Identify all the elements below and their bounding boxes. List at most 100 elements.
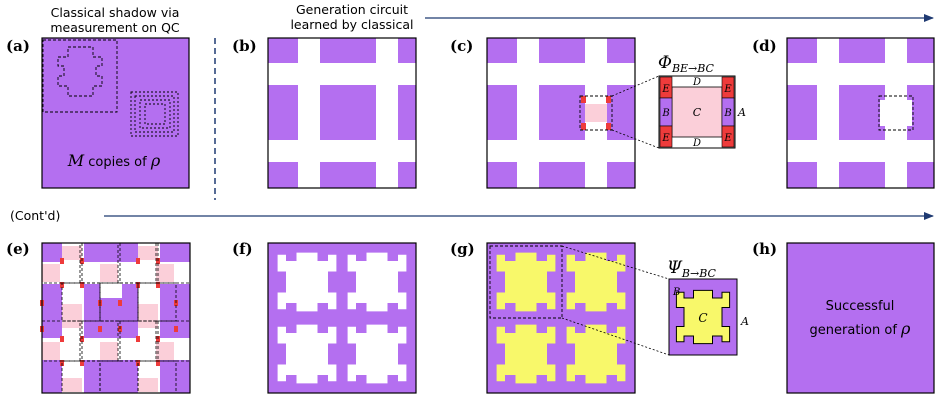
panel-e-pink-10 (138, 246, 158, 260)
inset-psi-label-b: B (672, 287, 680, 298)
panel-e-red-11 (136, 336, 140, 342)
panel-d (786, 37, 935, 189)
panel-label-c: (c) (450, 37, 473, 55)
panel-g-leader-top (561, 245, 670, 280)
panel-h: Successful generation of ρ (786, 242, 935, 394)
panel-e-pink-12 (138, 378, 158, 392)
panel-e-pink-7 (100, 342, 118, 360)
panel-b (267, 37, 417, 189)
panel-a: M copies of ρ (41, 37, 190, 189)
panel-g-crosses (496, 252, 626, 384)
panel-e-red-14 (80, 360, 84, 366)
panel-c-red-tr (606, 96, 611, 103)
panel-g-cross-1 (496, 252, 556, 312)
panel-f-cross-4 (347, 324, 407, 384)
shadow-header-line1: Classical shadow via (51, 5, 180, 20)
inset-psi-title: ΨB→BC (667, 258, 717, 280)
panel-g-leader-bottom (561, 317, 670, 356)
panel-d-band-v1 (817, 38, 839, 188)
panel-c-red-bl (581, 123, 586, 130)
panel-a-background (41, 37, 190, 189)
panel-g (486, 242, 670, 394)
panel-e-red-18 (118, 300, 122, 306)
panel-g-focus-box (489, 245, 563, 319)
inset-phi: ΦBE→BC D D C E B E E B E A (658, 53, 746, 149)
inset-psi-cross (675, 289, 731, 345)
inset-psi: ΨB→BC B C A (667, 258, 749, 356)
panel-b-band-v1 (298, 38, 320, 188)
inset-phi-label-b-left: B (661, 108, 669, 119)
inset-phi-label-e-tl: E (661, 84, 670, 95)
panel-b-border (267, 37, 417, 189)
panel-d-border (786, 37, 935, 189)
panel-f-crosses (277, 252, 407, 384)
panel-e-pink-1 (42, 264, 60, 282)
panel-c-focus-box (579, 95, 613, 131)
panel-a-cross-outline (57, 46, 103, 97)
panel-c (486, 37, 660, 189)
panel-c-band-h1 (487, 63, 635, 85)
panel-f-border (267, 242, 417, 394)
panel-e-red-9 (60, 336, 64, 342)
panel-a-measurement-region (42, 39, 118, 113)
panel-c-background (487, 38, 635, 188)
panel-label-g: (g) (450, 240, 475, 258)
panel-e-pink-11 (62, 378, 82, 392)
inset-phi-region-e-br (721, 125, 735, 148)
panel-f-cross-1 (277, 252, 337, 312)
inset-phi-label-d-bottom: D (692, 138, 701, 149)
panel-a-nested-square-2 (134, 95, 175, 133)
panel-e (40, 242, 191, 394)
panel-label-h: (h) (752, 240, 777, 258)
contd-label: (Cont'd) (10, 208, 60, 223)
inset-phi-label-b-right: B (723, 108, 731, 119)
panel-label-d: (d) (752, 37, 777, 55)
panel-a-nested-square-1 (130, 91, 179, 137)
panel-a-nested-square-3 (139, 99, 171, 129)
panel-e-red-6 (80, 282, 84, 288)
panel-e-white-5 (100, 280, 122, 298)
panel-c-red-br (606, 123, 611, 130)
inset-phi-region-c (671, 86, 723, 138)
panel-c-pink-block (585, 104, 607, 122)
inset-psi-label-a: A (740, 315, 749, 328)
panel-b-band-v2 (376, 38, 398, 188)
panel-e-red-19 (98, 326, 102, 332)
generation-header-line1: Generation circuit (296, 2, 408, 17)
panel-d-focus-box (878, 95, 914, 131)
panel-h-text-line2: generation of ρ (810, 319, 912, 338)
panel-e-red-1 (60, 258, 64, 264)
panel-e-pink-3 (156, 264, 174, 282)
panel-c-border (486, 37, 636, 189)
panel-c-band-h2 (487, 140, 635, 162)
panel-label-a: (a) (6, 37, 30, 55)
panel-e-pink-6 (42, 342, 60, 360)
panel-g-cross-3 (496, 324, 556, 384)
panel-label-b: (b) (232, 37, 257, 55)
panel-e-pink-5 (138, 304, 158, 328)
inset-phi-region-e-bl (659, 125, 673, 148)
panel-e-pink-8 (156, 342, 174, 360)
panel-e-red-8 (156, 282, 160, 288)
panel-d-band-h2 (787, 140, 934, 162)
inset-psi-label-c: C (698, 311, 707, 325)
panel-label-e: (e) (6, 240, 30, 258)
panel-h-background (786, 242, 935, 394)
panel-h-text-line1: Successful (826, 299, 895, 314)
panel-c-band-v1 (517, 38, 539, 188)
panel-e-pink-4 (62, 304, 82, 328)
inset-phi-label-c: C (693, 106, 702, 119)
panel-e-red-16 (156, 360, 160, 366)
panel-f (267, 242, 417, 394)
panel-e-red-3 (136, 258, 140, 264)
panel-f-cross-2 (347, 252, 407, 312)
inset-phi-label-e-bl: E (661, 133, 670, 144)
shadow-header-line2: measurement on QC (50, 20, 180, 35)
panel-d-center-white (880, 100, 912, 126)
panel-e-cells (40, 242, 191, 394)
panel-f-cross-3 (277, 324, 337, 384)
inset-phi-label-e-tr: E (723, 84, 732, 95)
panel-c-red-tl (581, 96, 586, 103)
panel-e-red-24 (174, 326, 178, 332)
